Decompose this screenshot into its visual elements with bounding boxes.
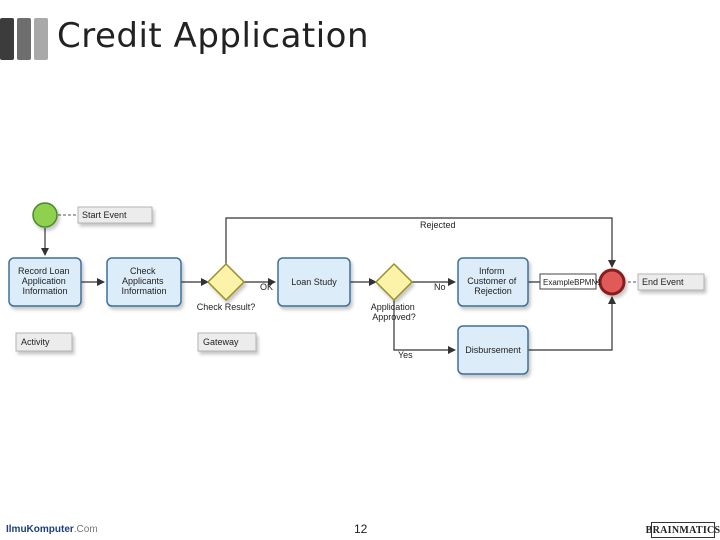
gateway-approved-line: Approved? [372,312,416,322]
task-inform-line: Inform [479,266,505,276]
annotation-gateway [197,332,257,352]
flow-label-ok: OK [260,282,273,292]
gateway-application-approved [374,262,414,302]
gateway-check-result [206,262,246,302]
task-record-loan-line: Information [22,286,67,296]
annotation-start-event-label: Start Event [82,210,127,220]
flow-label-rejected: Rejected [420,220,456,230]
annotation-example-label: ExampleBPMN1 [543,278,602,287]
task-loan-study-line: Loan Study [291,277,337,287]
footer-brand-logo: BRAINMATICS [646,522,720,538]
flow-label-yes: Yes [398,350,413,360]
flow-rejected [225,217,616,268]
annotation-activity-label: Activity [21,337,50,347]
task-record-loan-line: Application [22,276,66,286]
task-check-line: Applicants [122,276,164,286]
title-bar [34,18,48,60]
annotation-activity [15,332,73,352]
title-bars-decoration [0,18,50,60]
task-disbursement-label: Disbursement [465,345,521,355]
slide-title: Credit Application [57,16,370,56]
annotation-example [539,273,597,290]
end-event [598,268,626,296]
annotation-end-event-label: End Event [642,277,684,287]
footer-site-name: IlmuKomputer [6,524,74,535]
task-record-loan-label: Record Loan Application Information [18,266,72,296]
task-loan-study [277,257,351,307]
title-bar [0,18,14,60]
task-loan-study-label: Loan Study [291,277,337,287]
task-disbursement-line: Disbursement [465,345,521,355]
title-bar [17,18,31,60]
task-check-applicants-label: Check Applicants Information [121,266,166,296]
page-number: 12 [354,522,368,536]
task-inform-line: Customer of [467,276,517,286]
task-inform-customer [457,257,529,307]
task-record-loan [8,257,82,307]
footer-site-logo: IlmuKomputer.Com [6,524,98,535]
footer-site-suffix: .Com [73,524,98,535]
task-check-applicants [106,257,182,307]
task-check-line: Check [130,266,156,276]
annotation-gateway-label: Gateway [203,337,239,347]
gateway-check-result-label: Check Result? [197,302,256,312]
annotation-end-event [637,273,705,291]
task-inform-line: Rejection [474,286,512,296]
annotation-start-event [77,206,153,224]
task-record-loan-line: Record Loan [18,266,70,276]
flow-disbursement-to-end [528,296,616,351]
task-inform-customer-label: Inform Customer of Rejection [467,266,519,296]
gateway-approved-line: Application [371,302,415,312]
flow-label-no: No [434,282,446,292]
gateway-approved-label: Application Approved? [371,302,418,322]
flow-yes [393,300,456,354]
task-disbursement [457,325,529,375]
task-check-line: Information [121,286,166,296]
start-event [32,202,58,228]
